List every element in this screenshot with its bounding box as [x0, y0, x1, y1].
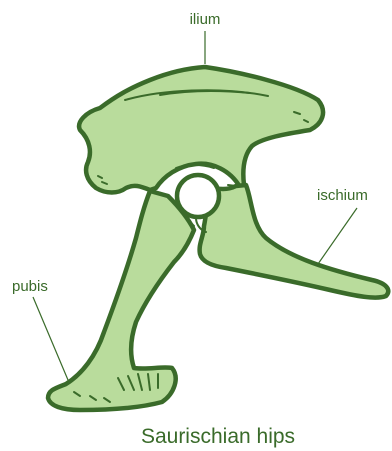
pubis-label: pubis — [12, 278, 48, 295]
pubis-leader-line — [33, 297, 68, 380]
acetabulum-socket — [177, 175, 219, 217]
pubis-bone — [48, 191, 194, 410]
ischium-label: ischium — [317, 187, 368, 204]
ischium-leader-line — [318, 208, 357, 264]
ilium-label: ilium — [190, 11, 221, 28]
diagram-caption: Saurischian hips — [141, 425, 295, 448]
